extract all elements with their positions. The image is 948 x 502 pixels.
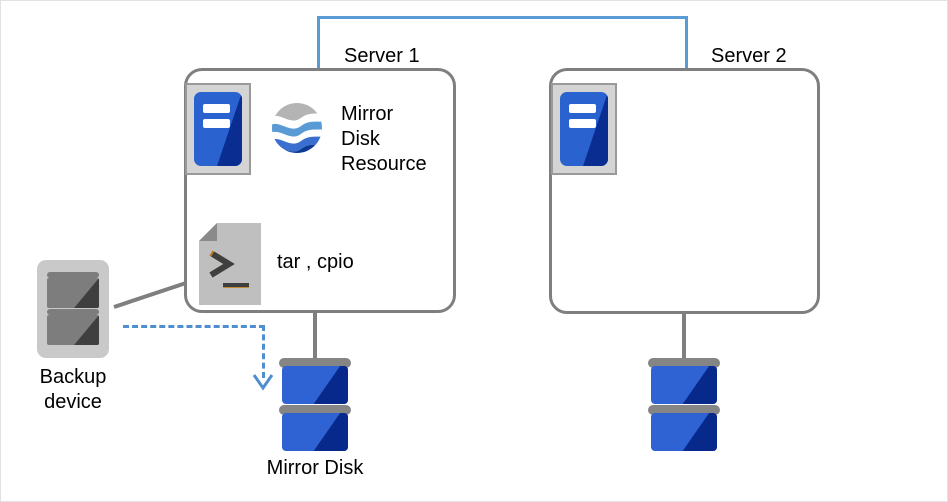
server2-disk-stack-icon	[648, 358, 720, 464]
server1-title: Server 1	[344, 45, 420, 67]
mdr-line-1: Mirror	[341, 103, 394, 125]
interconnect-top-horizontal	[317, 16, 688, 19]
backup-device-icon	[37, 260, 109, 358]
mirror-disk-resource-globe-icon	[271, 102, 323, 154]
mdr-line-3: Resource	[341, 153, 427, 175]
mirror-disk-block-shade	[313, 366, 348, 404]
server-icon-slot-2	[202, 118, 231, 128]
server1-to-disk-line	[313, 313, 317, 359]
backup-device-block-2	[47, 315, 99, 345]
server2-title: Server 2	[711, 45, 787, 67]
backup-device-block-shade	[74, 315, 99, 345]
script-tools-label: tar , cpio	[277, 251, 354, 273]
mirror-disk-stack-icon	[279, 358, 351, 464]
script-file-icon	[199, 223, 261, 305]
mirror-disk-label: Mirror Disk	[266, 457, 364, 479]
mdr-line-2: Disk	[341, 128, 380, 150]
server2-disk-block-2	[651, 413, 717, 451]
server2-to-disk-line	[682, 314, 686, 359]
server-icon-body	[194, 92, 242, 166]
backup-device-separator-top	[47, 272, 99, 278]
backup-device-label: Backup device	[13, 365, 133, 415]
server-icon-body	[560, 92, 608, 166]
mirror-disk-separator-mid	[279, 405, 351, 415]
server2-disk-block-shade	[682, 413, 717, 451]
backup-device-line-2: device	[44, 391, 102, 413]
server2-disk-separator-top	[648, 358, 720, 368]
backup-device-block-1	[47, 278, 99, 308]
backup-device-block-shade	[74, 278, 99, 308]
backup-device-separator-mid	[47, 309, 99, 315]
backup-flow-vertical	[262, 325, 265, 378]
backup-to-server1-connector	[113, 281, 187, 309]
server2-box	[549, 68, 820, 314]
mirror-disk-separator-top	[279, 358, 351, 368]
server2-machine-icon	[551, 83, 617, 175]
interconnect-right-vertical	[685, 16, 688, 70]
mirror-disk-block-shade	[313, 413, 348, 451]
server-icon-slot-1	[568, 103, 597, 113]
backup-device-line-1: Backup	[39, 366, 107, 388]
server-icon-slot-1	[202, 103, 231, 113]
server2-disk-block-1	[651, 366, 717, 404]
mirror-disk-block-2	[282, 413, 348, 451]
backup-flow-horizontal	[123, 325, 265, 328]
server-icon-slot-2	[568, 118, 597, 128]
server2-disk-separator-mid	[648, 405, 720, 415]
dashed-arrow-down-icon	[252, 374, 274, 391]
mirror-disk-block-1	[282, 366, 348, 404]
interconnect-left-vertical	[317, 16, 320, 70]
server1-machine-icon	[185, 83, 251, 175]
server2-disk-block-shade	[682, 366, 717, 404]
